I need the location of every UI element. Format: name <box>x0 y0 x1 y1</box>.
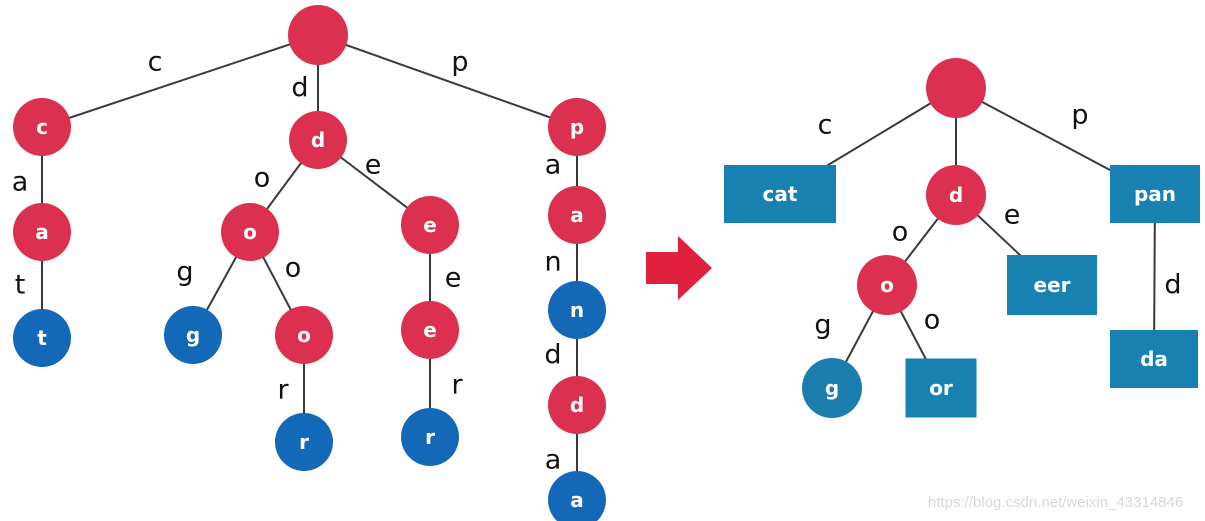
watermark: https://blog.csdn.net/weixin_43314846 <box>928 494 1184 511</box>
trie-edge-label-p: p <box>451 47 468 78</box>
trie-node-label-ca: a <box>35 220 49 244</box>
trie-edge-label-pa: a <box>545 150 562 181</box>
arrow-icon <box>646 236 712 300</box>
trie-node-label-pan: n <box>570 298 584 322</box>
trie-edge-label-cat: t <box>15 270 26 301</box>
radix-node-cat <box>724 165 836 223</box>
radix-node-label-pan: pan <box>1134 182 1176 206</box>
trie-edge-label-panda: a <box>545 445 562 476</box>
trie-node-pa <box>548 186 606 244</box>
radix-node-label-d: d <box>949 183 963 207</box>
radix-edge-label-da: d <box>1164 270 1181 301</box>
radix-node-label-g: g <box>825 376 839 400</box>
trie-node-label-dog: g <box>186 323 200 347</box>
trie-node-label-de: e <box>423 213 437 237</box>
radix-edge-label-or: o <box>924 305 941 336</box>
trie-node-label-cat: t <box>37 326 47 350</box>
trie-node-ca <box>13 203 71 261</box>
radix-edge-label-eer: e <box>1004 200 1021 231</box>
trie-node-label-dee: e <box>423 318 437 342</box>
radix-node-label-or: or <box>929 376 953 400</box>
trie-node-label-c: c <box>36 115 48 139</box>
trie-node-doo <box>275 306 333 364</box>
trie-edge-p <box>317 34 578 128</box>
trie-node-label-door: r <box>299 430 309 454</box>
trie-edge-label-do: o <box>254 163 271 194</box>
trie-node-label-d: d <box>311 128 325 152</box>
trie-node-label-pand: d <box>570 393 584 417</box>
radix-node-or <box>905 358 977 418</box>
trie-edge-label-dee: e <box>445 263 462 294</box>
radix-node-label-eer: eer <box>1034 273 1071 297</box>
radix-node-label-da: da <box>1140 347 1168 371</box>
trie-node-cat <box>13 309 71 367</box>
trie-edge-c <box>41 34 319 128</box>
radix-node-eer <box>1007 255 1097 315</box>
radix-edge-label-o: o <box>892 217 909 248</box>
trie-edge-label-doo: o <box>285 253 302 284</box>
trie-node-deer <box>401 408 459 466</box>
radix-node-pan <box>1110 165 1200 223</box>
trie-edge-label-de: e <box>365 150 382 181</box>
trie-edge-label-door: r <box>277 375 289 406</box>
trie-node-pan <box>548 281 606 339</box>
trie-node-p <box>548 98 606 156</box>
trie-node-de <box>401 196 459 254</box>
trie-node-dee <box>401 301 459 359</box>
radix-node-root <box>926 58 986 118</box>
radix-node-o <box>857 255 917 315</box>
trie-node-door <box>275 413 333 471</box>
trie-node-pand <box>548 376 606 434</box>
trie-edge-label-dog: g <box>176 257 193 288</box>
trie-node-panda <box>548 471 606 521</box>
radix-node-label-cat: cat <box>763 182 798 206</box>
trie-node-label-do: o <box>243 220 257 244</box>
radix-edge-label-g: g <box>814 310 831 341</box>
radix-node-d <box>926 165 986 225</box>
trie-edge-label-ca: a <box>12 167 29 198</box>
trie-node-do <box>221 203 279 261</box>
trie-node-root <box>288 5 348 65</box>
trie-edge-label-deer: r <box>451 370 463 401</box>
trie-edge-label-d: d <box>291 73 308 104</box>
trie-node-label-p: p <box>570 115 584 139</box>
trie-node-dog <box>164 306 222 364</box>
trie-node-label-pa: a <box>570 203 584 227</box>
radix-edge-label-pan: p <box>1071 100 1088 131</box>
trie-node-label-deer: r <box>425 425 435 449</box>
trie-node-c <box>13 98 71 156</box>
radix-node-da <box>1110 330 1198 388</box>
radix-node-label-o: o <box>880 273 894 297</box>
radix-node-g <box>802 358 862 418</box>
trie-node-label-doo: o <box>297 323 311 347</box>
trie-edge-label-pand: d <box>544 340 561 371</box>
trie-edge-label-c: c <box>148 47 163 78</box>
trie-edge-label-pan: n <box>544 247 561 278</box>
radix-edge-label-cat: c <box>818 110 833 141</box>
trie-node-d <box>289 111 347 169</box>
trie-node-label-panda: a <box>570 488 584 512</box>
